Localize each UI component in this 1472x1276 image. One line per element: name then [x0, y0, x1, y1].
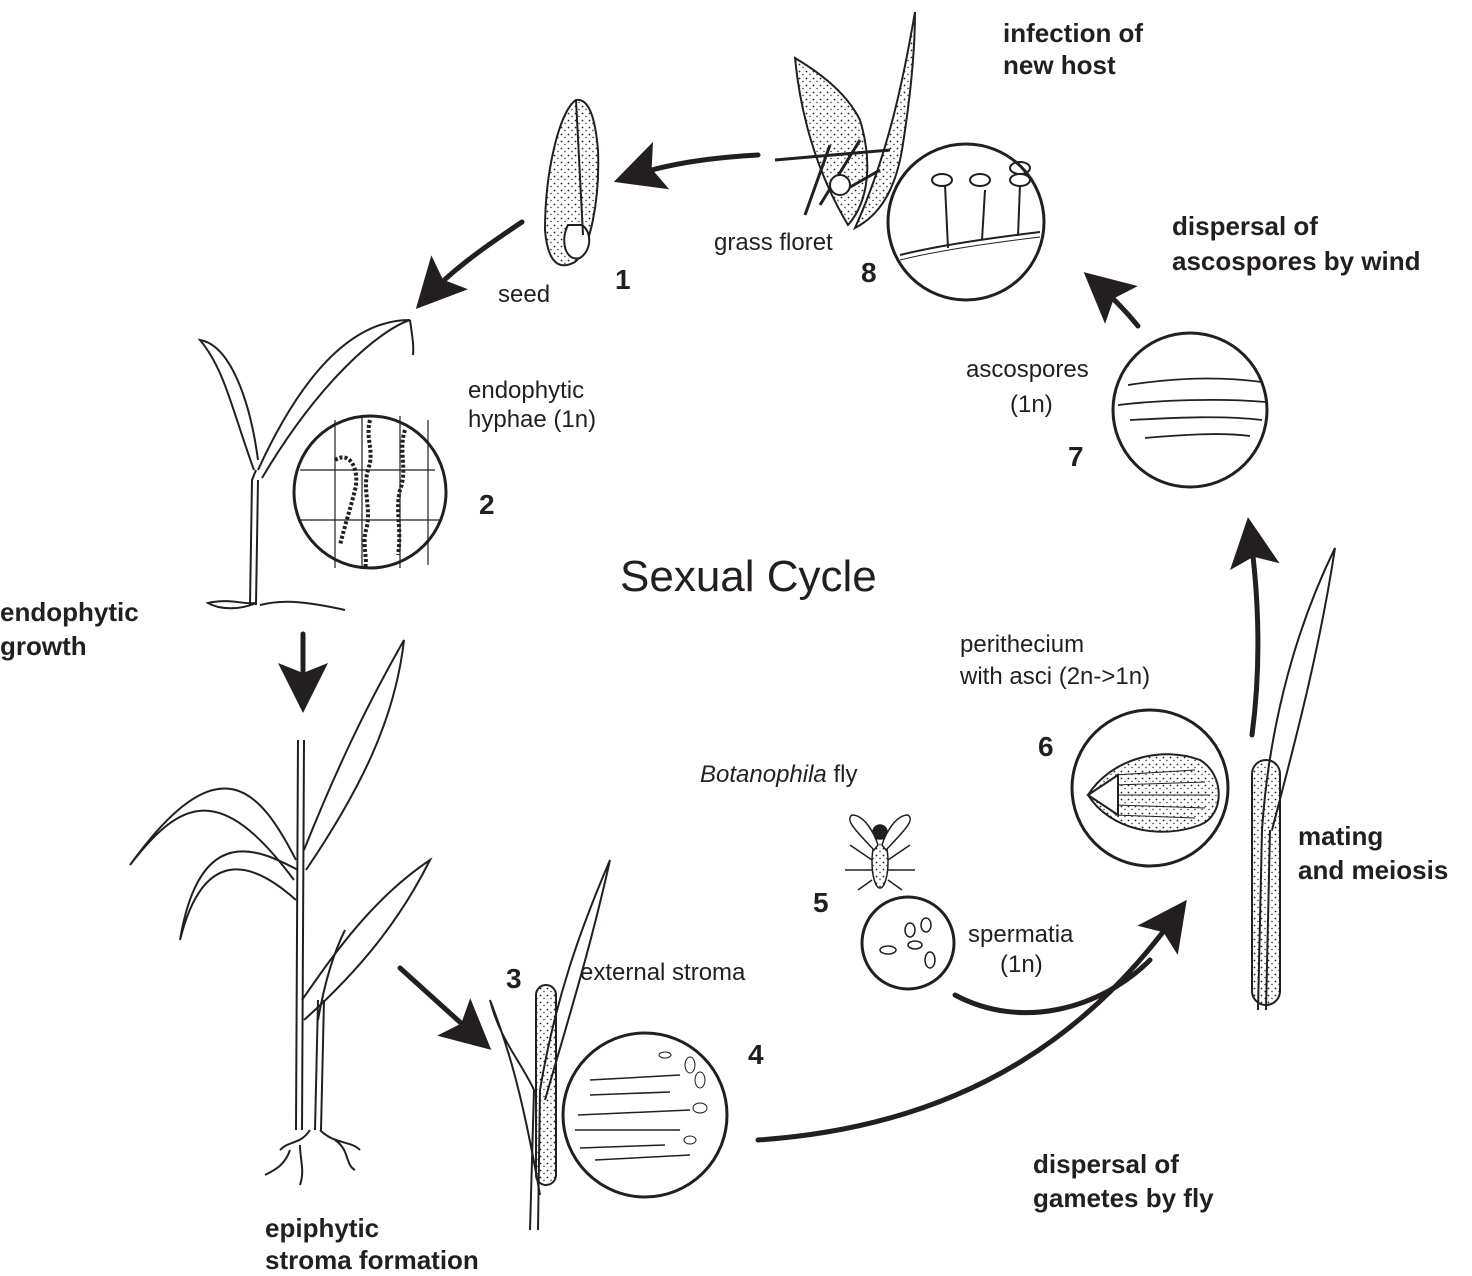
- spermatia-circle: [862, 897, 954, 989]
- endophytic-growth-line2: growth: [0, 630, 87, 662]
- ascospores-label-line1: ascospores: [966, 355, 1089, 384]
- stage-number-4: 4: [748, 1040, 764, 1070]
- stage-number-7: 7: [1068, 442, 1084, 472]
- seed-label: seed: [498, 280, 550, 309]
- perithecium-label-line2: with asci (2n->1n): [960, 662, 1150, 691]
- hyphae-circle: [294, 416, 446, 568]
- arrow-spermatia-to-perithecium: [955, 960, 1150, 1013]
- diagram-title: Sexual Cycle: [620, 552, 877, 602]
- perithecium-circle: [1072, 710, 1228, 866]
- mating-line2: and meiosis: [1298, 854, 1448, 886]
- dispersal-ascospores-line2: ascospores by wind: [1172, 245, 1421, 277]
- epiphytic-stroma-line1: epiphytic: [265, 1212, 379, 1244]
- ascospores-circle: [1113, 333, 1267, 487]
- conidia-circle: [563, 1033, 727, 1197]
- stage-number-8: 8: [861, 258, 877, 288]
- grass-floret-label: grass floret: [714, 228, 833, 257]
- mating-culm-drawing: [1252, 548, 1335, 1010]
- fly-genus: Botanophila: [700, 761, 827, 788]
- mating-line1: mating: [1298, 820, 1383, 852]
- seed-drawing: [545, 100, 598, 265]
- stage-number-3: 3: [506, 964, 522, 994]
- dispersal-gametes-line1: dispersal of: [1033, 1148, 1179, 1180]
- epiphytic-stroma-line2: stroma formation: [265, 1244, 479, 1276]
- arrow-ascospores-to-wind: [1095, 282, 1138, 326]
- infection-circle: [888, 144, 1044, 300]
- cycle-arrows: [303, 155, 1258, 1140]
- ascospores-label-line2: (1n): [1010, 390, 1053, 419]
- arrow-floret-to-seed: [628, 155, 758, 177]
- infection-line2: new host: [1003, 49, 1116, 81]
- spermatia-label-line2: (1n): [1000, 950, 1043, 979]
- stage-number-2: 2: [479, 490, 495, 520]
- external-stroma-label: external stroma: [580, 958, 745, 987]
- perithecium-label-line1: perithecium: [960, 630, 1084, 659]
- arrow-mating-to-ascospores: [1250, 532, 1258, 735]
- hyphae-label-line2: hyphae (1n): [468, 405, 596, 434]
- stage-number-5: 5: [813, 888, 829, 918]
- hyphae-label-line1: endophytic: [468, 376, 584, 405]
- stage-number-6: 6: [1038, 732, 1054, 762]
- fly-label: Botanophila fly: [700, 760, 857, 789]
- dispersal-gametes-line2: gametes by fly: [1033, 1182, 1214, 1214]
- dispersal-ascospores-line1: dispersal of: [1172, 210, 1318, 242]
- stage-number-1: 1: [615, 265, 631, 295]
- infection-line1: infection of: [1003, 17, 1143, 49]
- arrow-plant-to-stroma: [400, 968, 480, 1040]
- endophytic-growth-line1: endophytic: [0, 596, 139, 628]
- botanophila-fly-drawing: [845, 815, 915, 890]
- mature-plant-drawing: [130, 640, 430, 1185]
- fly-suffix: fly: [827, 761, 858, 788]
- spermatia-label-line1: spermatia: [968, 920, 1073, 949]
